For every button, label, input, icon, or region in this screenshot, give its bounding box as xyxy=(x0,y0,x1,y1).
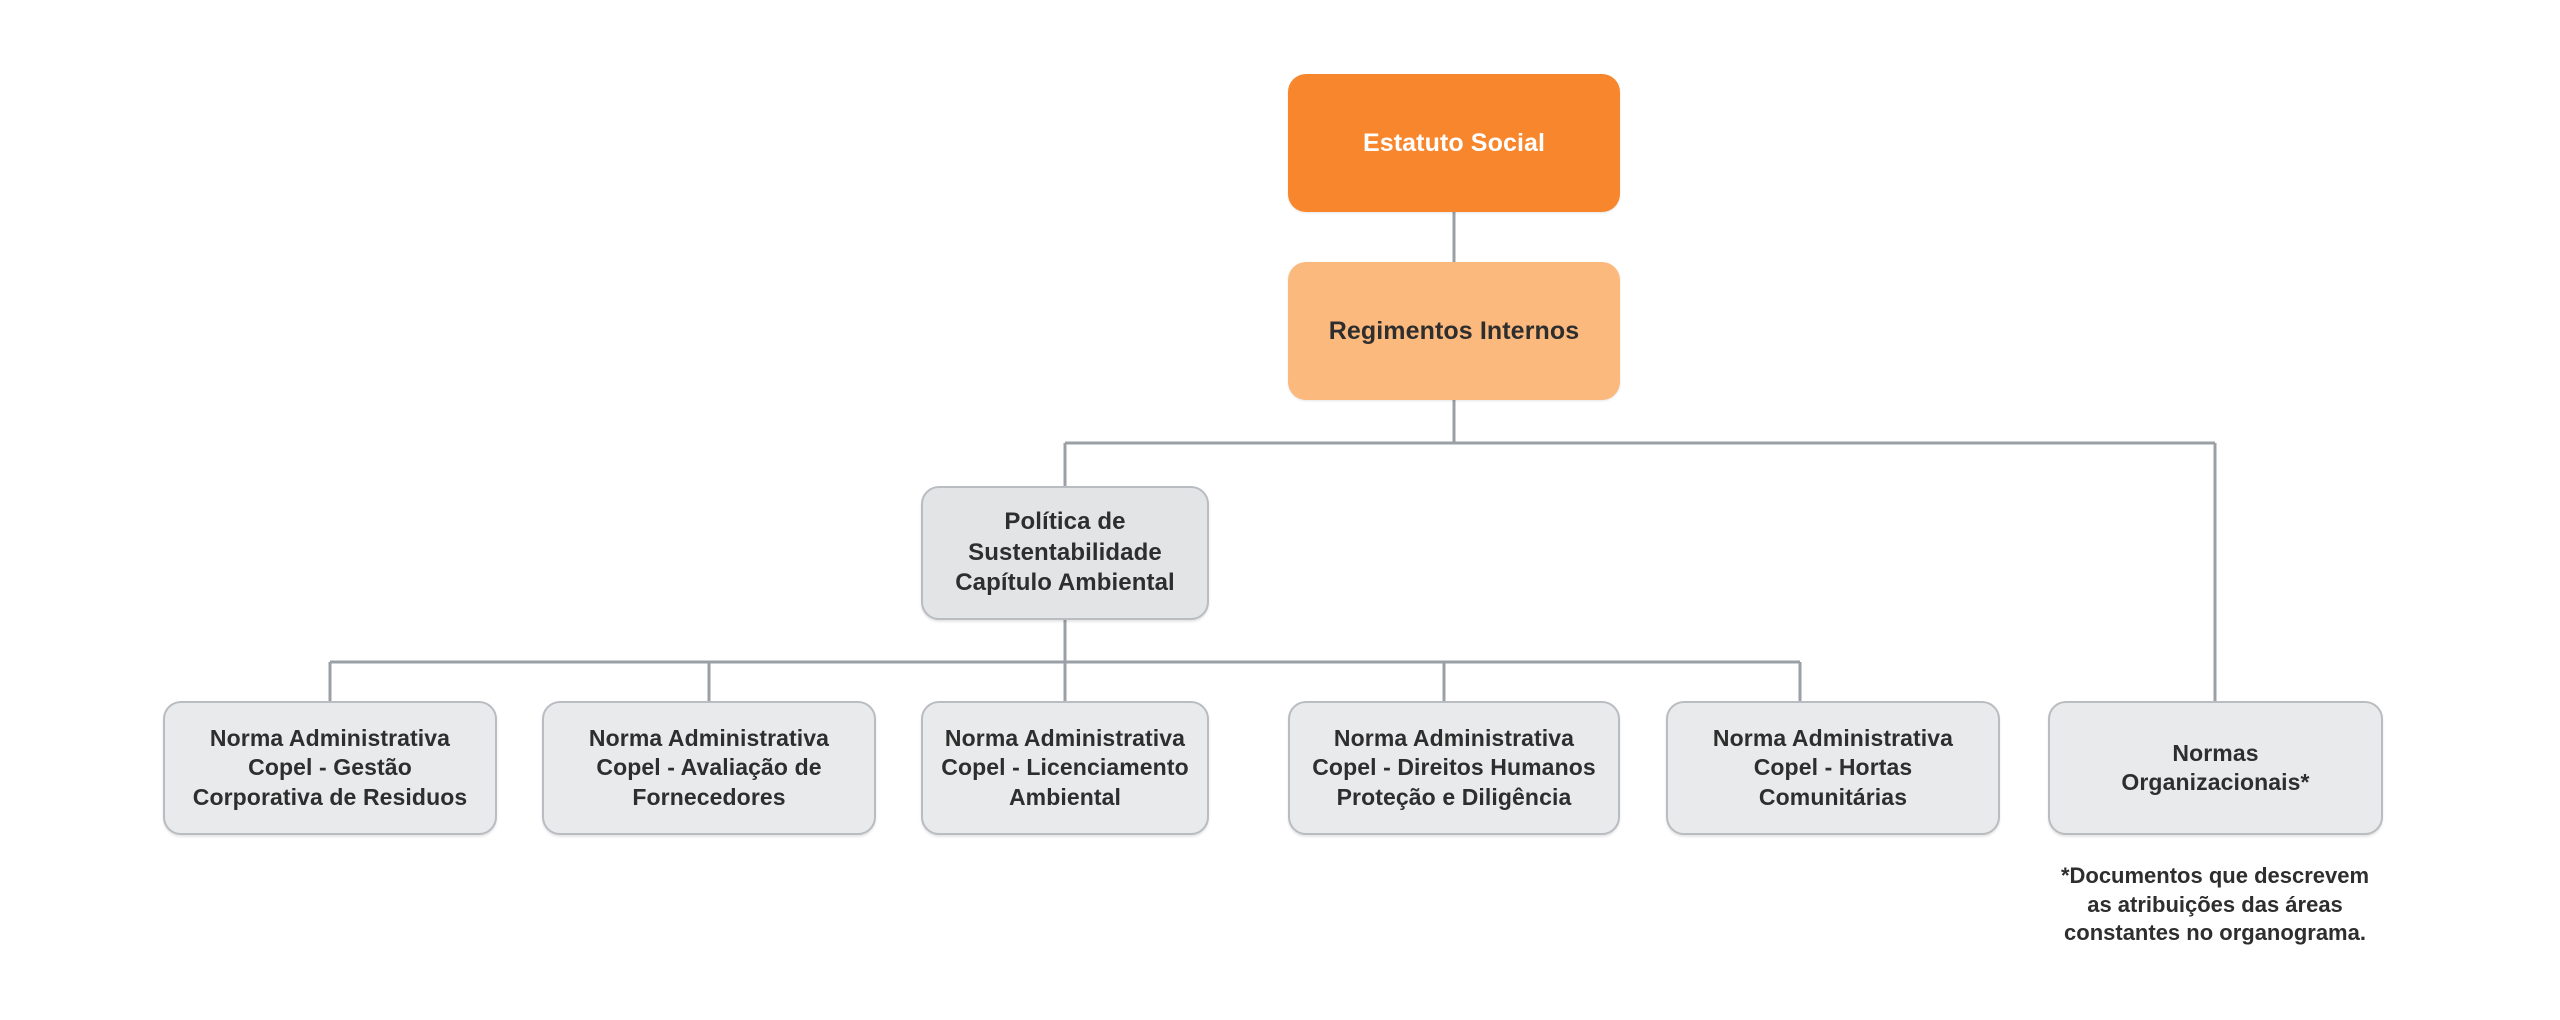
node-norma-1-label: Norma Administrativa Copel - Avaliação d… xyxy=(588,724,830,810)
node-norma-0-label: Norma Administrativa Copel - Gestão Corp… xyxy=(192,724,468,810)
node-norma-2-label: Norma Administrativa Copel - Licenciamen… xyxy=(941,724,1189,810)
footnote-text: *Documentos que descrevem as atribuições… xyxy=(2060,863,2370,946)
node-normas-organizacionais-label: Normas Organizacionais* xyxy=(2121,739,2310,795)
node-norma-4[interactable]: Norma Administrativa Copel - Hortas Comu… xyxy=(1666,701,2000,835)
node-regimentos-internos[interactable]: Regimentos Internos xyxy=(1288,262,1620,400)
node-politica-sustentabilidade-label: Política de Sustentabilidade Capítulo Am… xyxy=(955,507,1175,597)
node-norma-4-label: Norma Administrativa Copel - Hortas Comu… xyxy=(1712,724,1954,810)
node-estatuto-social-label: Estatuto Social xyxy=(1362,129,1546,157)
node-norma-3-label: Norma Administrativa Copel - Direitos Hu… xyxy=(1312,724,1596,810)
node-estatuto-social[interactable]: Estatuto Social xyxy=(1288,74,1620,212)
node-normas-organizacionais[interactable]: Normas Organizacionais* xyxy=(2048,701,2383,835)
node-norma-3[interactable]: Norma Administrativa Copel - Direitos Hu… xyxy=(1288,701,1620,835)
node-norma-2[interactable]: Norma Administrativa Copel - Licenciamen… xyxy=(921,701,1209,835)
node-norma-1[interactable]: Norma Administrativa Copel - Avaliação d… xyxy=(542,701,876,835)
node-politica-sustentabilidade[interactable]: Política de Sustentabilidade Capítulo Am… xyxy=(921,486,1209,620)
node-norma-0[interactable]: Norma Administrativa Copel - Gestão Corp… xyxy=(163,701,497,835)
node-regimentos-internos-label: Regimentos Internos xyxy=(1328,317,1580,345)
